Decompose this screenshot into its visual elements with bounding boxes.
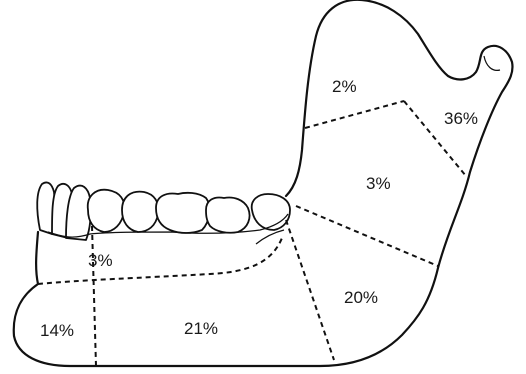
boundary-ramus-angle [296, 206, 438, 266]
molar-2 [206, 197, 250, 232]
label-alveolar: 3% [88, 251, 113, 270]
label-coronoid: 2% [332, 77, 357, 96]
boundary-alveolar-body [38, 238, 282, 284]
premolar-2 [122, 192, 158, 232]
label-angle: 20% [344, 288, 378, 307]
label-symphysis: 14% [40, 321, 74, 340]
label-condyle: 36% [444, 109, 478, 128]
label-ramus: 3% [366, 174, 391, 193]
boundary-coronoid-ramus [305, 101, 404, 128]
condyle-head-detail [484, 56, 500, 70]
molar-1 [156, 193, 209, 233]
molar-3 [252, 194, 290, 230]
boundary-angle-body [286, 220, 334, 360]
mandible-outline [14, 0, 513, 366]
premolar-1 [88, 190, 125, 232]
label-body: 21% [184, 319, 218, 338]
boundary-symphysis-body [92, 226, 96, 366]
